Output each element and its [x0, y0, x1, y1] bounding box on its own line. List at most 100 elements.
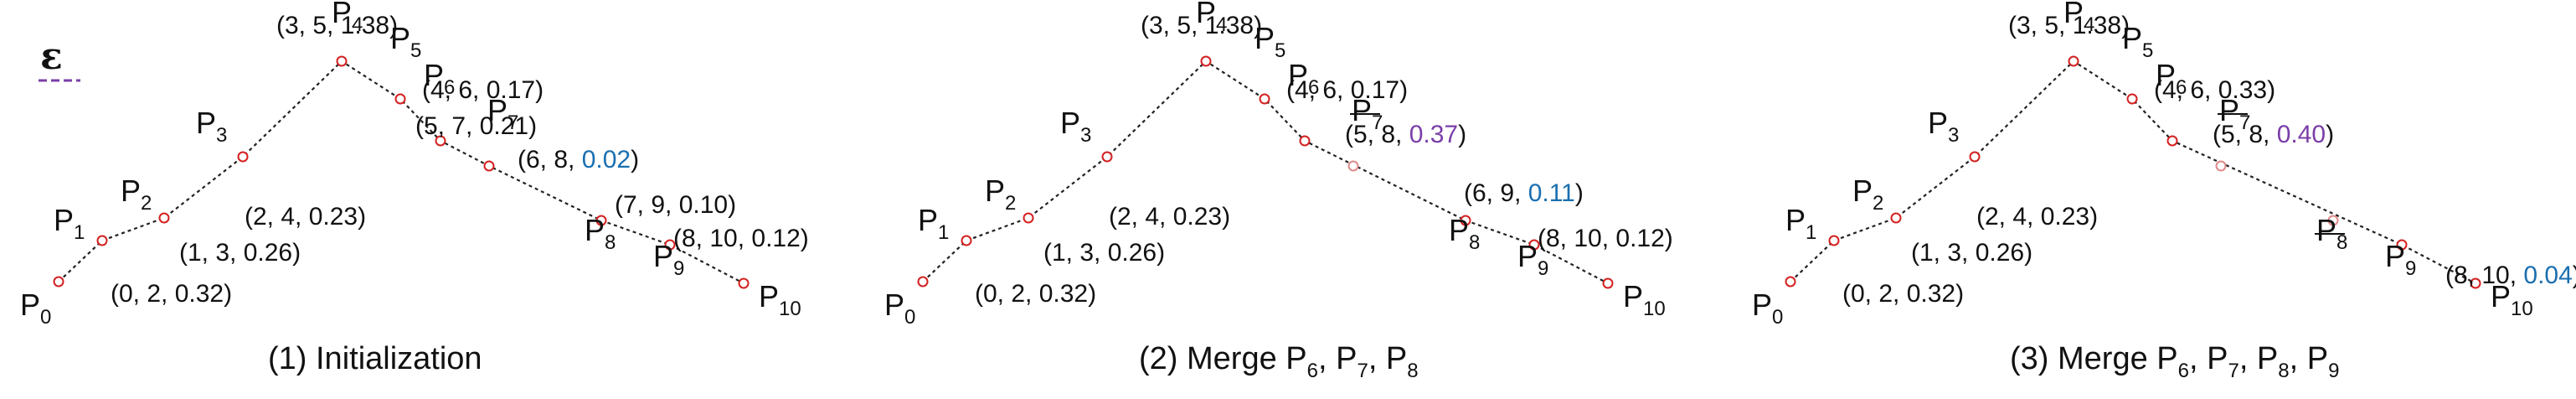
- point-label: P7: [1352, 93, 1383, 134]
- segment-label: (8, 10, 0.12): [1538, 225, 1673, 252]
- legend: ε: [39, 35, 80, 82]
- point-label: P5: [2122, 21, 2153, 62]
- segment-label: (1, 3, 0.26): [179, 239, 301, 267]
- point-label: P1: [1785, 203, 1816, 244]
- point-marker: [738, 277, 750, 289]
- point-marker: [1528, 239, 1540, 251]
- point-marker: [2126, 93, 2138, 105]
- point-label: P9: [2385, 239, 2416, 280]
- point-marker: [917, 276, 929, 288]
- segment-label: (2, 4, 0.23): [1109, 203, 1230, 231]
- point-marker: [158, 212, 170, 224]
- point-label: P1: [918, 203, 949, 244]
- point-label: P10: [1623, 279, 1666, 320]
- point-marker: [336, 55, 348, 67]
- point-marker: [1969, 151, 1981, 163]
- point-label: P0: [1752, 288, 1783, 329]
- point-marker: [394, 93, 406, 105]
- point-label: P9: [653, 239, 684, 280]
- point-marker: [2166, 135, 2178, 147]
- point-marker: [2327, 215, 2339, 226]
- segment-label: (2, 4, 0.23): [1976, 203, 2098, 231]
- segment-label: (7, 9, 0.10): [615, 191, 736, 219]
- point-label: P4: [332, 0, 363, 36]
- point-label: P6: [2156, 58, 2187, 99]
- polyline-path: [922, 60, 1609, 284]
- point-label: P10: [759, 279, 801, 320]
- point-label: P10: [2491, 279, 2533, 320]
- segment-label: (0, 2, 0.32): [1842, 280, 1964, 308]
- point-label: P2: [1852, 174, 1883, 215]
- point-label: P3: [196, 106, 227, 147]
- point-label: P6: [1288, 58, 1319, 99]
- point-marker: [1200, 55, 1212, 67]
- segment-label: (1, 3, 0.26): [1911, 239, 2032, 267]
- point-label: P7: [2219, 93, 2250, 134]
- segment-label: (5, 8, 0.37): [1345, 121, 1466, 148]
- segment-label: (4, 6, 0.17): [422, 76, 544, 104]
- point-marker: [2068, 55, 2079, 67]
- point-marker: [1259, 93, 1270, 105]
- segment-label: (4, 6, 0.33): [2154, 76, 2275, 104]
- segment-label: (3, 5, 1.38): [276, 12, 398, 39]
- segment-label: (0, 2, 0.32): [111, 280, 232, 308]
- point-label: P7: [487, 93, 518, 134]
- segment-label: (2, 4, 0.23): [245, 203, 366, 231]
- point-marker: [1602, 277, 1614, 289]
- point-marker: [435, 135, 446, 147]
- point-label: P0: [884, 288, 915, 329]
- segment-label: (8, 10, 0.04): [2445, 262, 2576, 289]
- point-label: P4: [1196, 0, 1227, 36]
- point-marker: [483, 160, 495, 172]
- point-label: P6: [424, 58, 455, 99]
- point-label: P9: [1517, 239, 1548, 280]
- point-marker: [595, 215, 607, 226]
- point-label: P2: [121, 174, 152, 215]
- point-label: P0: [20, 288, 51, 329]
- point-marker: [2396, 239, 2408, 251]
- epsilon-symbol: ε: [40, 35, 63, 78]
- point-label: P5: [390, 21, 421, 62]
- point-marker: [1460, 215, 1471, 226]
- point-label: P2: [985, 174, 1016, 215]
- point-label: P5: [1255, 21, 1285, 62]
- segment-label: (6, 9, 0.11): [1464, 179, 1584, 207]
- point-marker: [1785, 276, 1796, 288]
- panel-caption: (1) Initialization: [268, 341, 482, 376]
- point-marker: [1299, 135, 1311, 147]
- point-marker: [96, 235, 108, 246]
- point-label: P1: [54, 203, 85, 244]
- segment-label: (5, 8, 0.40): [2213, 121, 2334, 148]
- segment-label: (0, 2, 0.32): [975, 280, 1096, 308]
- point-marker: [1101, 151, 1113, 163]
- segment-label: (3, 5, 1.38): [1141, 12, 1262, 39]
- point-marker: [664, 239, 676, 251]
- point-marker: [2215, 160, 2227, 172]
- segment-label: (5, 7, 0.21): [415, 112, 537, 140]
- point-label: P4: [2063, 0, 2094, 36]
- point-marker: [1023, 212, 1034, 224]
- point-label: P8: [585, 213, 616, 254]
- point-marker: [1828, 235, 1840, 246]
- segment-label: (3, 5, 1.38): [2008, 12, 2130, 39]
- point-marker: [1890, 212, 1902, 224]
- segment-label: (8, 10, 0.12): [673, 225, 809, 252]
- point-marker: [1347, 160, 1359, 172]
- point-label: P8: [1449, 213, 1480, 254]
- point-label: P3: [1928, 106, 1959, 147]
- point-label: P8: [2316, 213, 2347, 254]
- point-marker: [961, 235, 972, 246]
- segment-label: (4, 6, 0.17): [1286, 76, 1408, 104]
- point-marker: [2470, 277, 2481, 289]
- point-label: P3: [1060, 106, 1091, 147]
- panel-caption: (3) Merge P6, P7, P8, P9: [2010, 341, 2339, 382]
- segment-label: (1, 3, 0.26): [1043, 239, 1165, 267]
- segment-label: (6, 8, 0.02): [518, 146, 639, 174]
- point-marker: [53, 276, 64, 288]
- panel-caption: (2) Merge P6, P7, P8: [1139, 341, 1419, 382]
